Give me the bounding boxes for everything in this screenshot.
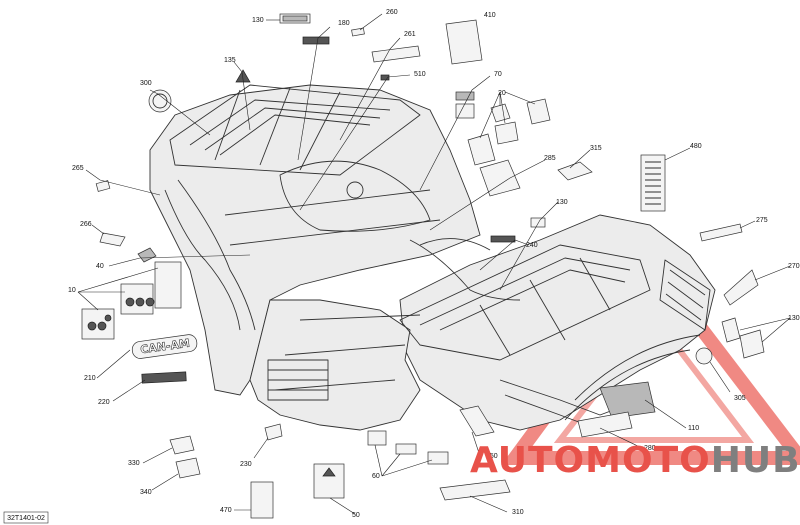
callout-285: 285 [544, 155, 556, 162]
callout-250: 250 [486, 453, 498, 460]
callout-180: 180 [338, 20, 350, 27]
decal-20d [467, 133, 496, 166]
callout-20: 20 [498, 90, 506, 97]
callout-130: 130 [556, 199, 568, 206]
decal-20b [526, 98, 551, 125]
decal-250 [459, 405, 495, 437]
callout-130: 130 [788, 315, 800, 322]
callout-470: 470 [220, 507, 232, 514]
callout-60: 60 [372, 473, 380, 480]
decal-285 [479, 159, 521, 197]
decal-20a [490, 103, 511, 123]
watermark-brand-part1: AUTOMOTO [470, 440, 711, 481]
decal-265 [95, 180, 111, 192]
decal-315 [557, 161, 593, 181]
decal-300 [148, 89, 172, 113]
callout-305: 305 [734, 395, 746, 402]
callout-330: 330 [128, 460, 140, 467]
decal-130-right-a [721, 317, 741, 343]
callout-210: 210 [84, 375, 96, 382]
callout-261: 261 [404, 31, 416, 38]
callout-135: 135 [224, 57, 236, 64]
decal-261 [371, 45, 421, 63]
decal-parts: CAN-AM [81, 13, 765, 519]
callout-40: 40 [96, 263, 104, 270]
decal-480 [640, 154, 666, 212]
decal-20c [494, 121, 519, 145]
decal-270 [723, 269, 759, 306]
decal-340 [175, 457, 201, 479]
callout-410: 410 [484, 12, 496, 19]
decal-130-mid [530, 217, 546, 228]
callout-270: 270 [788, 263, 800, 270]
watermark-brand-part2: HUB [711, 440, 800, 481]
callout-130: 130 [252, 17, 264, 24]
callout-315: 315 [590, 145, 602, 152]
decal-70 [455, 91, 475, 101]
decal-210-canam-logo: CAN-AM [131, 334, 198, 359]
callout-266: 266 [80, 221, 92, 228]
callout-265: 265 [72, 165, 84, 172]
decal-10c [81, 308, 115, 340]
callout-230: 230 [240, 461, 252, 468]
decal-180 [302, 36, 330, 45]
callout-480: 480 [690, 143, 702, 150]
decal-275 [699, 223, 743, 242]
decal-60c [427, 451, 449, 465]
decal-330 [169, 435, 195, 455]
callout-labels: 130 180 260 410 261 135 510 70 300 20 285 315 480 265… [68, 9, 800, 519]
callout-275: 275 [756, 217, 768, 224]
figure-id-box: 32T1401-02 [3, 511, 49, 524]
callout-260: 260 [386, 9, 398, 16]
callout-340: 340 [140, 489, 152, 496]
decal-470 [250, 481, 274, 519]
decal-305 [695, 347, 713, 365]
callout-50: 50 [352, 512, 360, 519]
decal-220 [141, 371, 187, 384]
decal-260 [351, 27, 365, 37]
decal-60a [367, 430, 387, 446]
decal-10a [154, 261, 182, 309]
callout-240: 240 [526, 242, 538, 249]
svg-text:AUTOMOTOHUB: AUTOMOTOHUB [470, 440, 800, 481]
leader-lines [77, 13, 791, 515]
callout-300: 300 [140, 80, 152, 87]
callout-110: 110 [688, 425, 699, 432]
figure-id: 32T1401-02 [7, 515, 45, 522]
decal-266 [99, 232, 126, 247]
decal-230 [264, 423, 283, 441]
decal-240 [490, 235, 516, 243]
decal-410 [445, 19, 483, 65]
decal-130-right-b [739, 329, 765, 359]
callout-510: 510 [414, 71, 426, 78]
decal-135 [235, 69, 251, 83]
decal-40 [137, 247, 157, 263]
atv-body [149, 84, 716, 431]
decal-60b [395, 443, 417, 455]
decal-110 [599, 381, 656, 419]
callout-70: 70 [494, 71, 502, 78]
decal-310 [439, 479, 511, 501]
decal-510 [380, 74, 390, 81]
callout-10: 10 [68, 287, 76, 294]
watermark-brand: AUTOMOTOHUB [470, 440, 800, 481]
callout-220: 220 [98, 399, 110, 406]
callout-310: 310 [512, 509, 524, 516]
callout-280: 280 [644, 445, 656, 452]
decal-280 [577, 411, 633, 438]
